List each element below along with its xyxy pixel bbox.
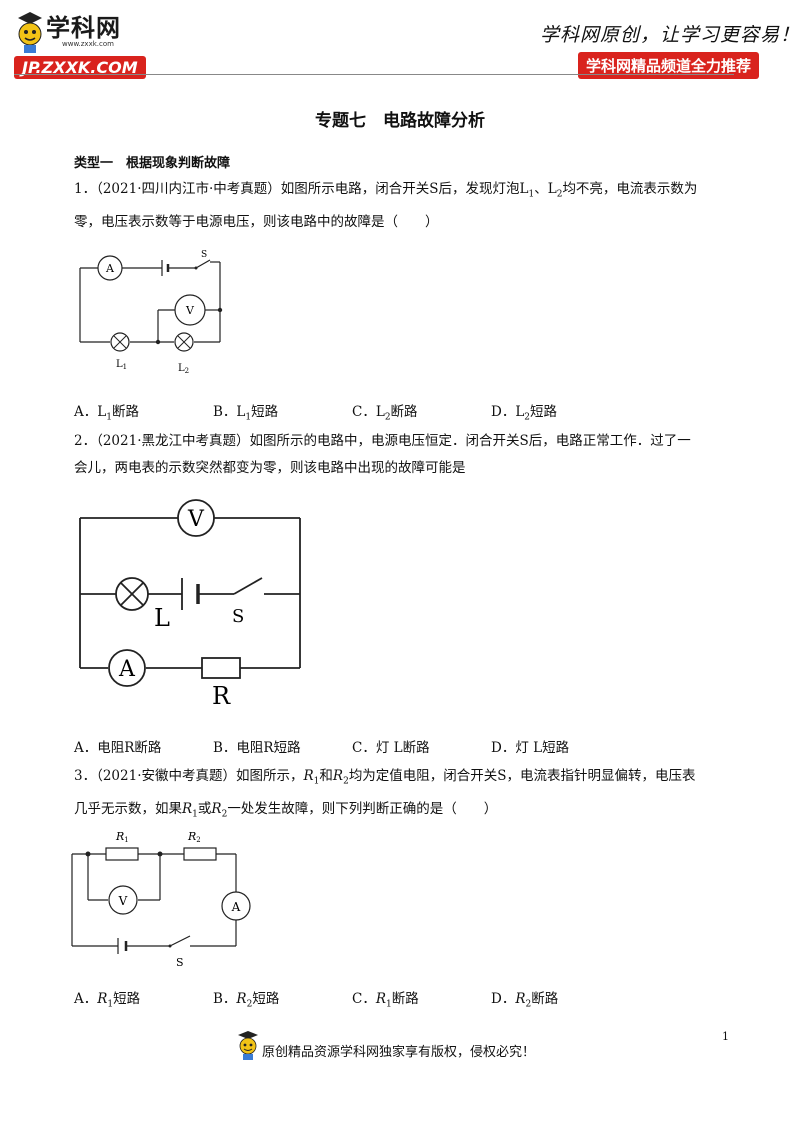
- option-b[interactable]: B．R2短路: [213, 991, 280, 1010]
- question-text: 、L: [534, 181, 557, 197]
- subscript: 2: [343, 776, 349, 787]
- question-2-line-2: 会儿，两电表的示数突然都变为零，则该电路中出现的故障可能是: [74, 460, 466, 476]
- option-d[interactable]: D．灯 L短路: [491, 740, 570, 756]
- header-divider: [14, 74, 734, 75]
- option-c[interactable]: C．R1断路: [352, 991, 419, 1010]
- ammeter-label: A: [118, 657, 136, 682]
- switch-label: S: [232, 606, 244, 627]
- question-text: 或: [197, 800, 212, 817]
- lamp-icon: [174, 332, 194, 352]
- variable: R: [182, 800, 193, 817]
- voltmeter-icon: V: [174, 294, 206, 326]
- question-2-text: 2．（2021·黑龙江中考真题）如图所示的电路中，电源电压恒定．闭合开关S后，电…: [74, 428, 744, 482]
- variable: R: [211, 800, 222, 817]
- option-b[interactable]: B．L1短路: [213, 404, 279, 423]
- question-2-line-1: 2．（2021·黑龙江中考真题）如图所示的电路中，电源电压恒定．闭合开关S后，电…: [74, 428, 744, 455]
- option-a[interactable]: A．L1断路: [74, 404, 139, 423]
- r1-label: R1: [115, 830, 129, 844]
- question-text: 均不亮，电流表示数为: [562, 181, 698, 197]
- logo-text: 学科网: [46, 14, 121, 42]
- resistor-r1-icon: [105, 847, 139, 861]
- ammeter-icon: A: [108, 649, 146, 687]
- voltmeter-icon: V: [177, 499, 215, 537]
- slogan: 学科网原创，让学习更容易！: [540, 24, 800, 46]
- r2-label: R2: [187, 830, 201, 844]
- question-text: 几乎无示数，如果: [74, 800, 182, 817]
- question-3-line-1: 3．（2021·安徽中考真题）如图所示，R1和R2均为定值电阻，闭合开关S，电流…: [74, 763, 744, 796]
- circuit-diagram-1: S A V L1 L2: [79, 250, 223, 375]
- circuit-diagram-2: V L S A R: [79, 499, 301, 710]
- ammeter-icon: A: [97, 255, 123, 281]
- question-1-line-1: 1．（2021·四川内江市·中考真题）如图所示电路，闭合开关S后，发现灯泡L1、…: [74, 176, 734, 209]
- option-d[interactable]: D．R2断路: [491, 991, 559, 1010]
- option-c[interactable]: C．L2断路: [352, 404, 418, 423]
- lamp-icon: [115, 577, 149, 611]
- subscript: 2: [221, 809, 228, 820]
- voltmeter-icon: V: [108, 885, 138, 915]
- voltmeter-label: V: [118, 894, 128, 908]
- resistor-label: R: [212, 682, 231, 710]
- option-a[interactable]: A．R1短路: [74, 991, 141, 1010]
- subscript: 1: [192, 809, 198, 820]
- variable: R: [332, 768, 344, 784]
- site-url-badge[interactable]: JP.ZXXK.COM: [14, 56, 146, 79]
- question-3-text: 3．（2021·安徽中考真题）如图所示，R1和R2均为定值电阻，闭合开关S，电流…: [74, 763, 744, 828]
- copyright-notice: 原创精品资源学科网独家享有版权，侵权必究！: [262, 1045, 536, 1060]
- question-number: 3．: [74, 768, 97, 784]
- resistor-icon: [201, 657, 241, 679]
- variable: R: [303, 768, 314, 784]
- question-1-line-2: 零，电压表示数等于电源电压，则该电路中的故障是（ ）: [74, 213, 439, 230]
- lamp-icon: [110, 332, 130, 352]
- lamp1-label: L1: [116, 359, 127, 371]
- question-text: 和: [319, 768, 333, 784]
- circuit-diagram-3: R1 R2 V A S: [71, 830, 251, 969]
- question-text: （2021·四川内江市·中考真题）如图所示电路，闭合开关S后，发现灯泡L: [96, 181, 529, 197]
- lamp-label: L: [154, 604, 170, 632]
- subscript: 1: [528, 189, 535, 200]
- question-text: （2021·安徽中考真题）如图所示，: [96, 768, 304, 784]
- switch-label: S: [176, 956, 184, 969]
- section-heading: 类型一 根据现象判断故障: [74, 156, 231, 171]
- question-text: 均为定值电阻，闭合开关S，电流表指针明显偏转，电压表: [348, 768, 696, 784]
- question-text: （2021·黑龙江中考真题）如图所示的电路中，电源电压恒定．闭合开关S后，电路正…: [96, 433, 691, 449]
- document-title: 专题七 电路故障分析: [315, 111, 485, 131]
- mascot-logo-icon: [238, 1031, 258, 1060]
- resistor-r2-icon: [183, 847, 217, 861]
- ammeter-icon: A: [221, 891, 251, 921]
- voltmeter-label: V: [187, 507, 205, 532]
- option-d[interactable]: D．L2短路: [491, 404, 558, 423]
- option-a[interactable]: A．电阻R断路: [74, 740, 162, 756]
- ammeter-label: A: [231, 900, 241, 914]
- subscript: 2: [556, 189, 563, 200]
- page-number: 1: [722, 1030, 729, 1043]
- question-1-text: 1．（2021·四川内江市·中考真题）如图所示电路，闭合开关S后，发现灯泡L1、…: [74, 176, 734, 236]
- option-c[interactable]: C．灯 L断路: [352, 740, 430, 756]
- voltmeter-label: V: [185, 304, 195, 317]
- switch-label: S: [201, 250, 207, 260]
- ammeter-label: A: [105, 262, 115, 275]
- question-number: 2．: [74, 433, 97, 449]
- option-b[interactable]: B．电阻R短路: [213, 740, 301, 756]
- mascot-logo-icon: [18, 12, 42, 53]
- question-number: 1．: [74, 181, 97, 197]
- subscript: 1: [313, 776, 320, 787]
- question-text: 一处发生故障，则下列判断正确的是（ ）: [227, 800, 498, 817]
- question-3-line-2: 几乎无示数，如果R1或R2一处发生故障，则下列判断正确的是（ ）: [74, 796, 744, 829]
- lamp2-label: L2: [178, 363, 189, 375]
- logo-url: www.zxxk.com: [62, 40, 114, 48]
